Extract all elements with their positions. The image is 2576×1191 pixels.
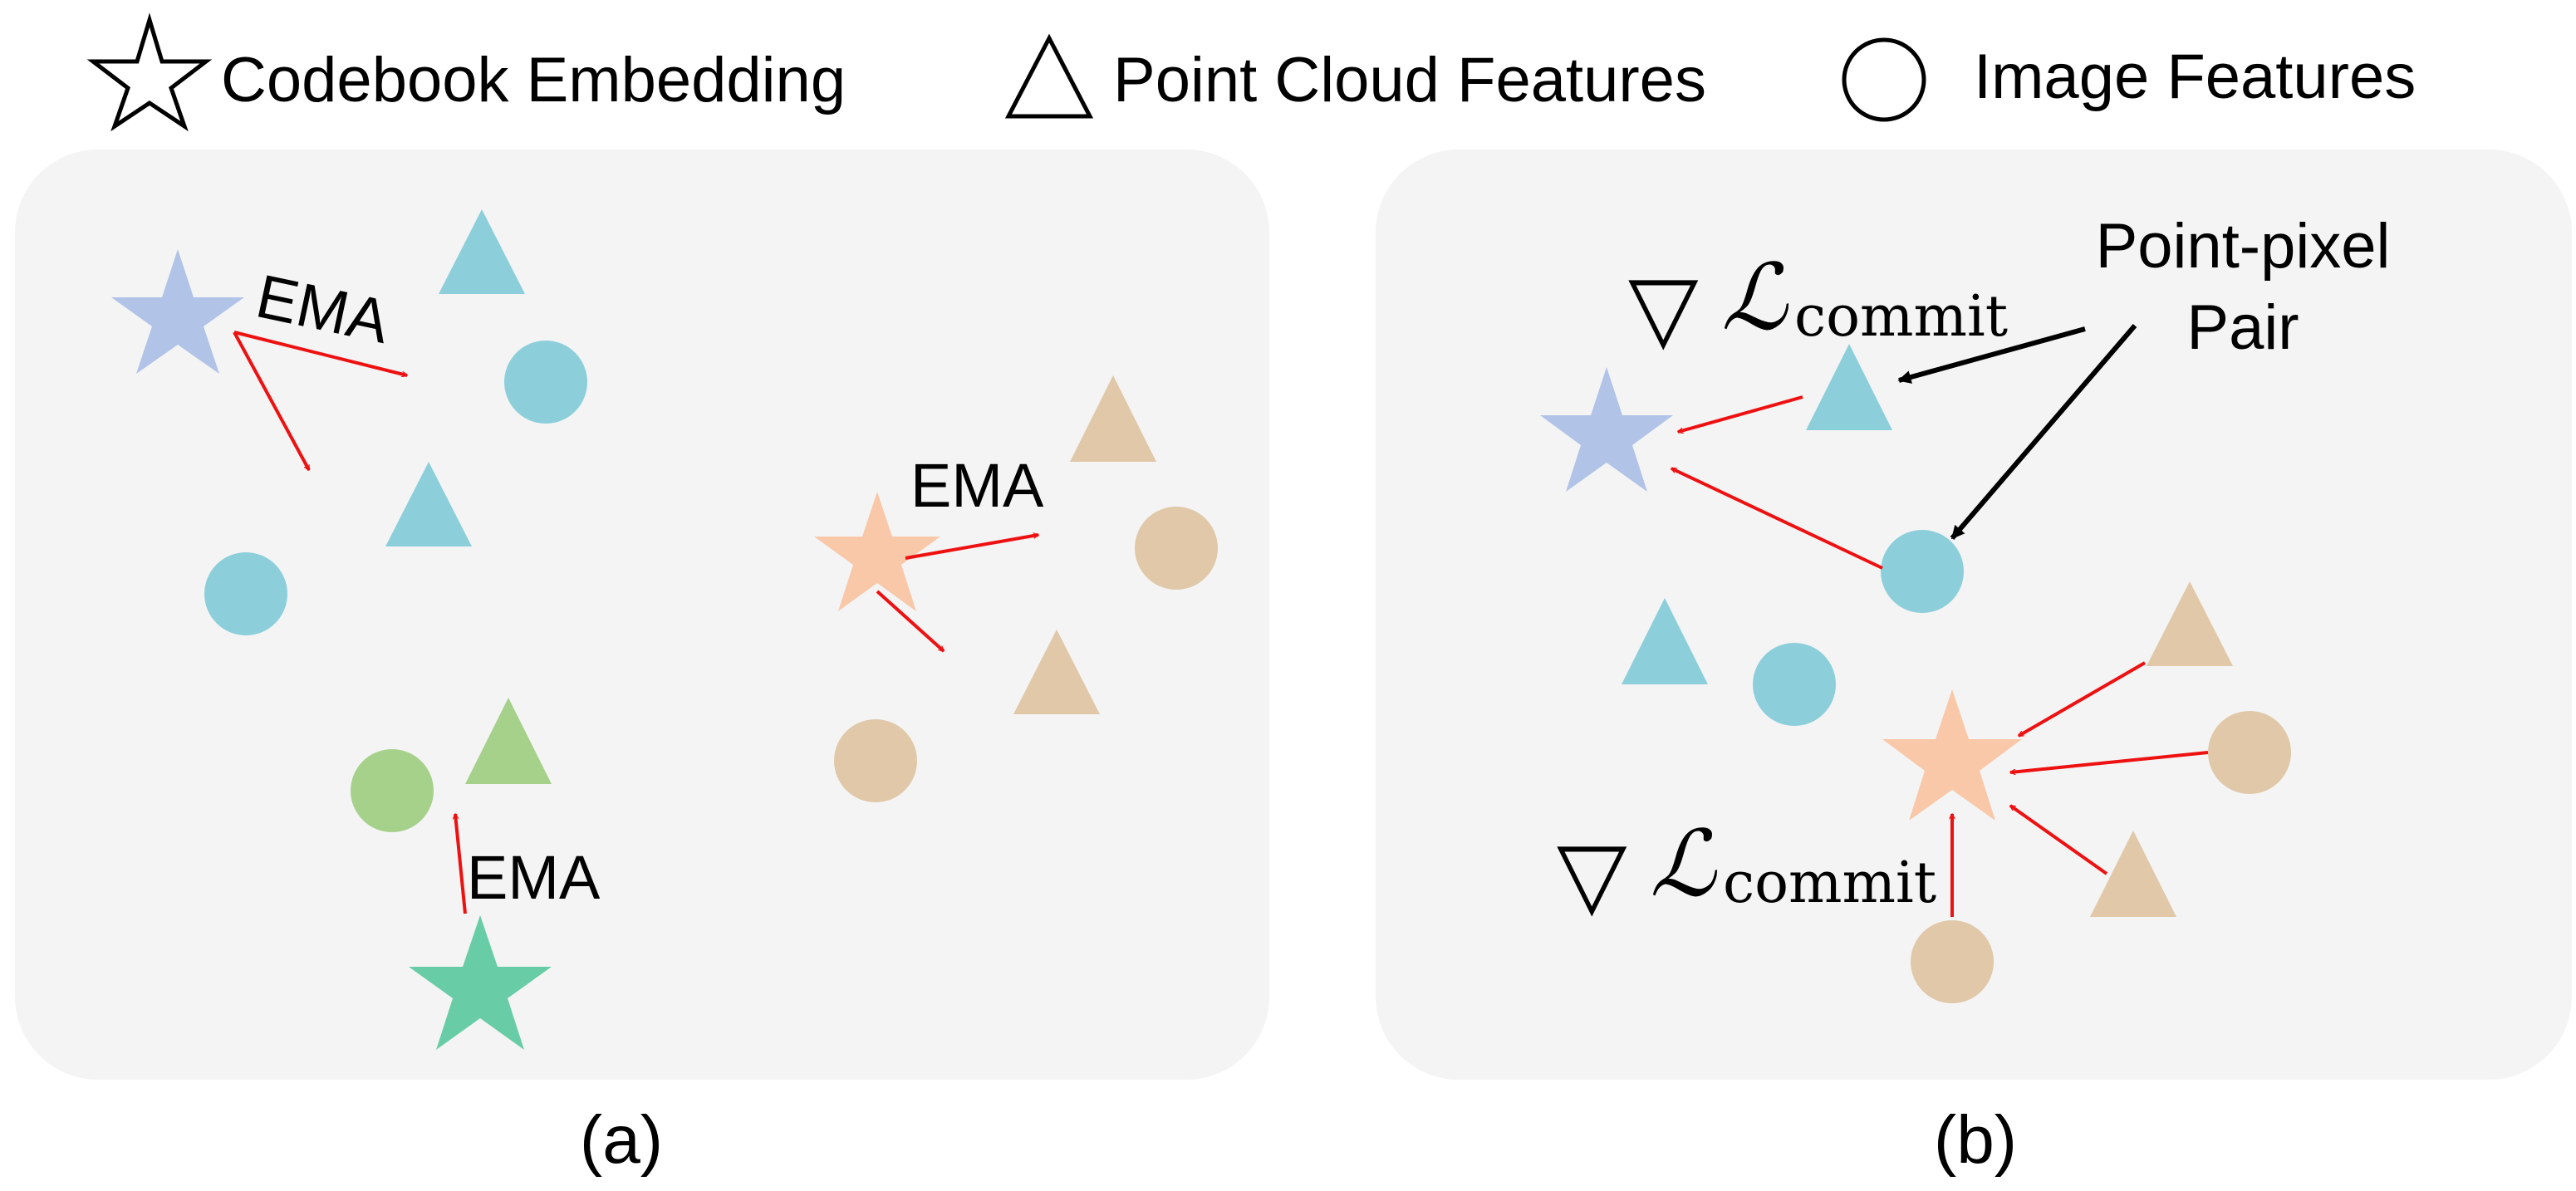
point-pixel-label-line2: Pair [2186, 292, 2299, 363]
commit-arrow-circle-right-to-orange [2010, 751, 2209, 772]
legend: Codebook Embedding Point Cloud Features … [86, 12, 2416, 132]
panel-b: ▽ ℒ commit Point-pixel Pair ▽ ℒ commi [1376, 149, 2572, 1178]
image-feature-cyan [1753, 643, 1836, 726]
nabla-symbol: ▽ [1557, 821, 1627, 927]
nabla-symbol: ▽ [1628, 254, 1699, 360]
panel-a-caption: (a) [580, 1102, 663, 1178]
image-feature-cyan [204, 552, 287, 635]
ema-arrow-orange-right [905, 535, 1038, 560]
image-feature-tan [1135, 507, 1218, 590]
commit-arrow-circle-to-blue [1671, 467, 1883, 570]
point-feature-tan [1070, 375, 1156, 462]
codebook-star-orange [814, 492, 940, 611]
loss-subscript: commit [1794, 284, 2008, 350]
point-feature-green [465, 698, 552, 784]
commit-arrow-triangle-to-blue [1678, 395, 1803, 432]
image-feature-green [351, 749, 434, 832]
pair-arrow-to-triangle [1897, 326, 2086, 384]
loss-symbol: ℒ [1650, 811, 1718, 917]
point-feature-cyan [439, 209, 525, 294]
legend-circle-icon [1842, 37, 1926, 122]
codebook-star-orange [1882, 689, 2022, 821]
legend-triangle-icon [1004, 33, 1094, 119]
loss-symbol: ℒ [1721, 244, 1789, 350]
image-feature-cyan-paired [1881, 530, 1964, 613]
point-feature-tan [1013, 630, 1100, 714]
image-feature-tan [2208, 711, 2291, 794]
image-feature-cyan [504, 341, 587, 424]
point-feature-cyan-paired [1806, 344, 1892, 430]
point-feature-cyan [1622, 598, 1708, 684]
commit-loss-formula-lower: ▽ ℒ commit [1557, 811, 1936, 927]
ema-label-green: EMA [467, 843, 601, 912]
point-feature-tan [2147, 581, 2233, 666]
panel-b-background [1376, 149, 2572, 1080]
ema-arrow-green-up [455, 814, 467, 914]
legend-image-label: Image Features [1974, 42, 2416, 112]
commit-arrow-tri-top-to-orange [2019, 661, 2147, 738]
image-feature-tan [834, 719, 917, 802]
ema-label-orange: EMA [910, 451, 1044, 520]
codebook-star-green [409, 915, 552, 1050]
ema-arrow-orange-down [876, 590, 944, 653]
codebook-star-blue [111, 249, 244, 374]
ema-arrow-blue-down [233, 331, 311, 470]
commit-loss-formula-upper: ▽ ℒ commit [1628, 244, 2008, 360]
point-feature-tan [2090, 831, 2176, 917]
legend-star-icon [86, 12, 213, 132]
legend-point-cloud-label: Point Cloud Features [1113, 45, 1706, 115]
ema-arrow-blue-right [233, 331, 407, 375]
commit-arrow-tri-bottom-to-orange [2010, 804, 2108, 875]
point-pixel-label-line1: Point-pixel [2096, 211, 2391, 282]
image-feature-tan [1911, 920, 1994, 1003]
panel-a: EMA EMA EMA (a) [15, 149, 1269, 1178]
pair-arrow-to-circle [1950, 324, 2137, 540]
panel-a-background [15, 149, 1269, 1080]
loss-subscript: commit [1723, 850, 1936, 916]
legend-codebook-label: Codebook Embedding [221, 45, 846, 115]
point-feature-cyan [385, 462, 472, 546]
codebook-star-blue [1540, 367, 1673, 492]
panel-b-caption: (b) [1934, 1102, 2017, 1178]
